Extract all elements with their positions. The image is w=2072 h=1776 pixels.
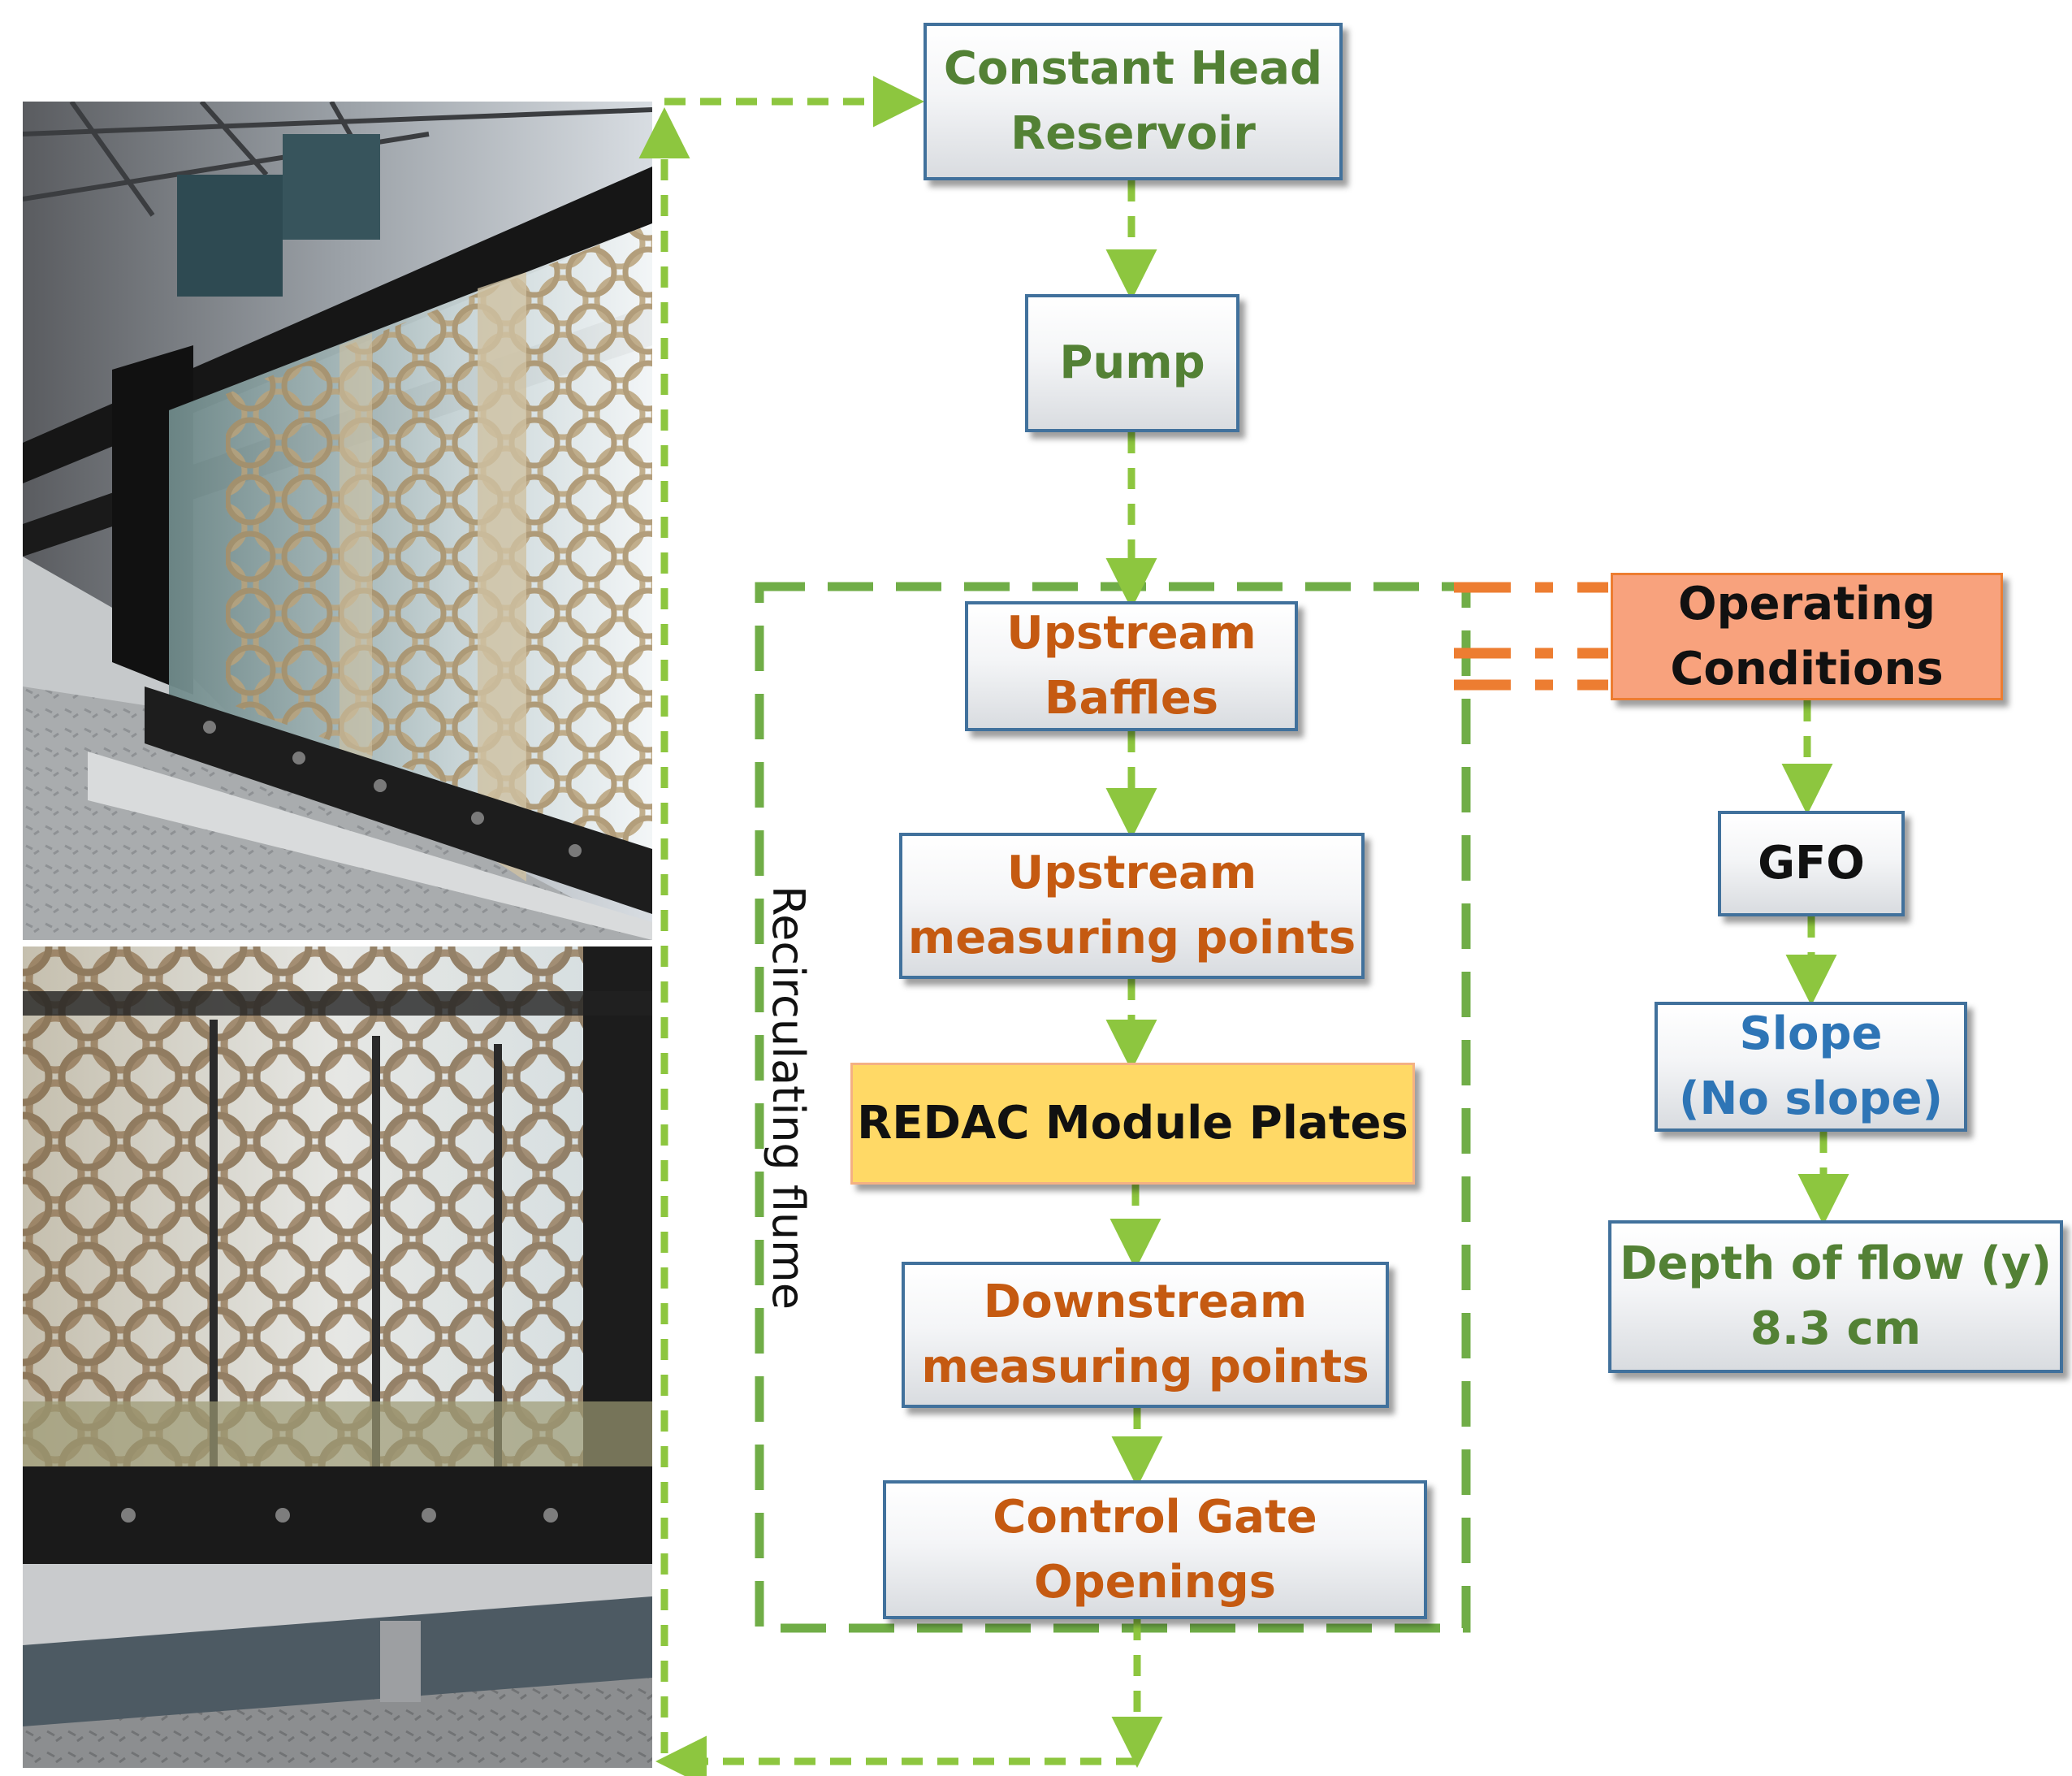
pump-box: Pump — [1025, 294, 1239, 432]
flume-photo-bottom — [23, 946, 652, 1768]
downstream-measuring-points-box: Downstream measuring points — [902, 1262, 1389, 1408]
recirculating-flume-label: Recirculating flume — [763, 886, 814, 1310]
slope-box: Slope (No slope) — [1655, 1002, 1967, 1132]
gfo-box: GFO — [1718, 811, 1905, 916]
upstream-baffles-box: Upstream Baffles — [965, 601, 1298, 731]
depth-of-flow-box: Depth of flow (y) 8.3 cm — [1608, 1220, 2063, 1373]
constant-head-reservoir-box: Constant Head Reservoir — [924, 23, 1343, 180]
upstream-measuring-points-box: Upstream measuring points — [899, 833, 1365, 979]
operating-conditions-connector — [1454, 582, 1608, 691]
redac-module-plates-box: REDAC Module Plates — [850, 1063, 1415, 1185]
operating-conditions-box: Operating Conditions — [1611, 573, 2003, 700]
flume-photo-top — [23, 102, 652, 940]
control-gate-openings-box: Control Gate Openings — [883, 1480, 1427, 1619]
